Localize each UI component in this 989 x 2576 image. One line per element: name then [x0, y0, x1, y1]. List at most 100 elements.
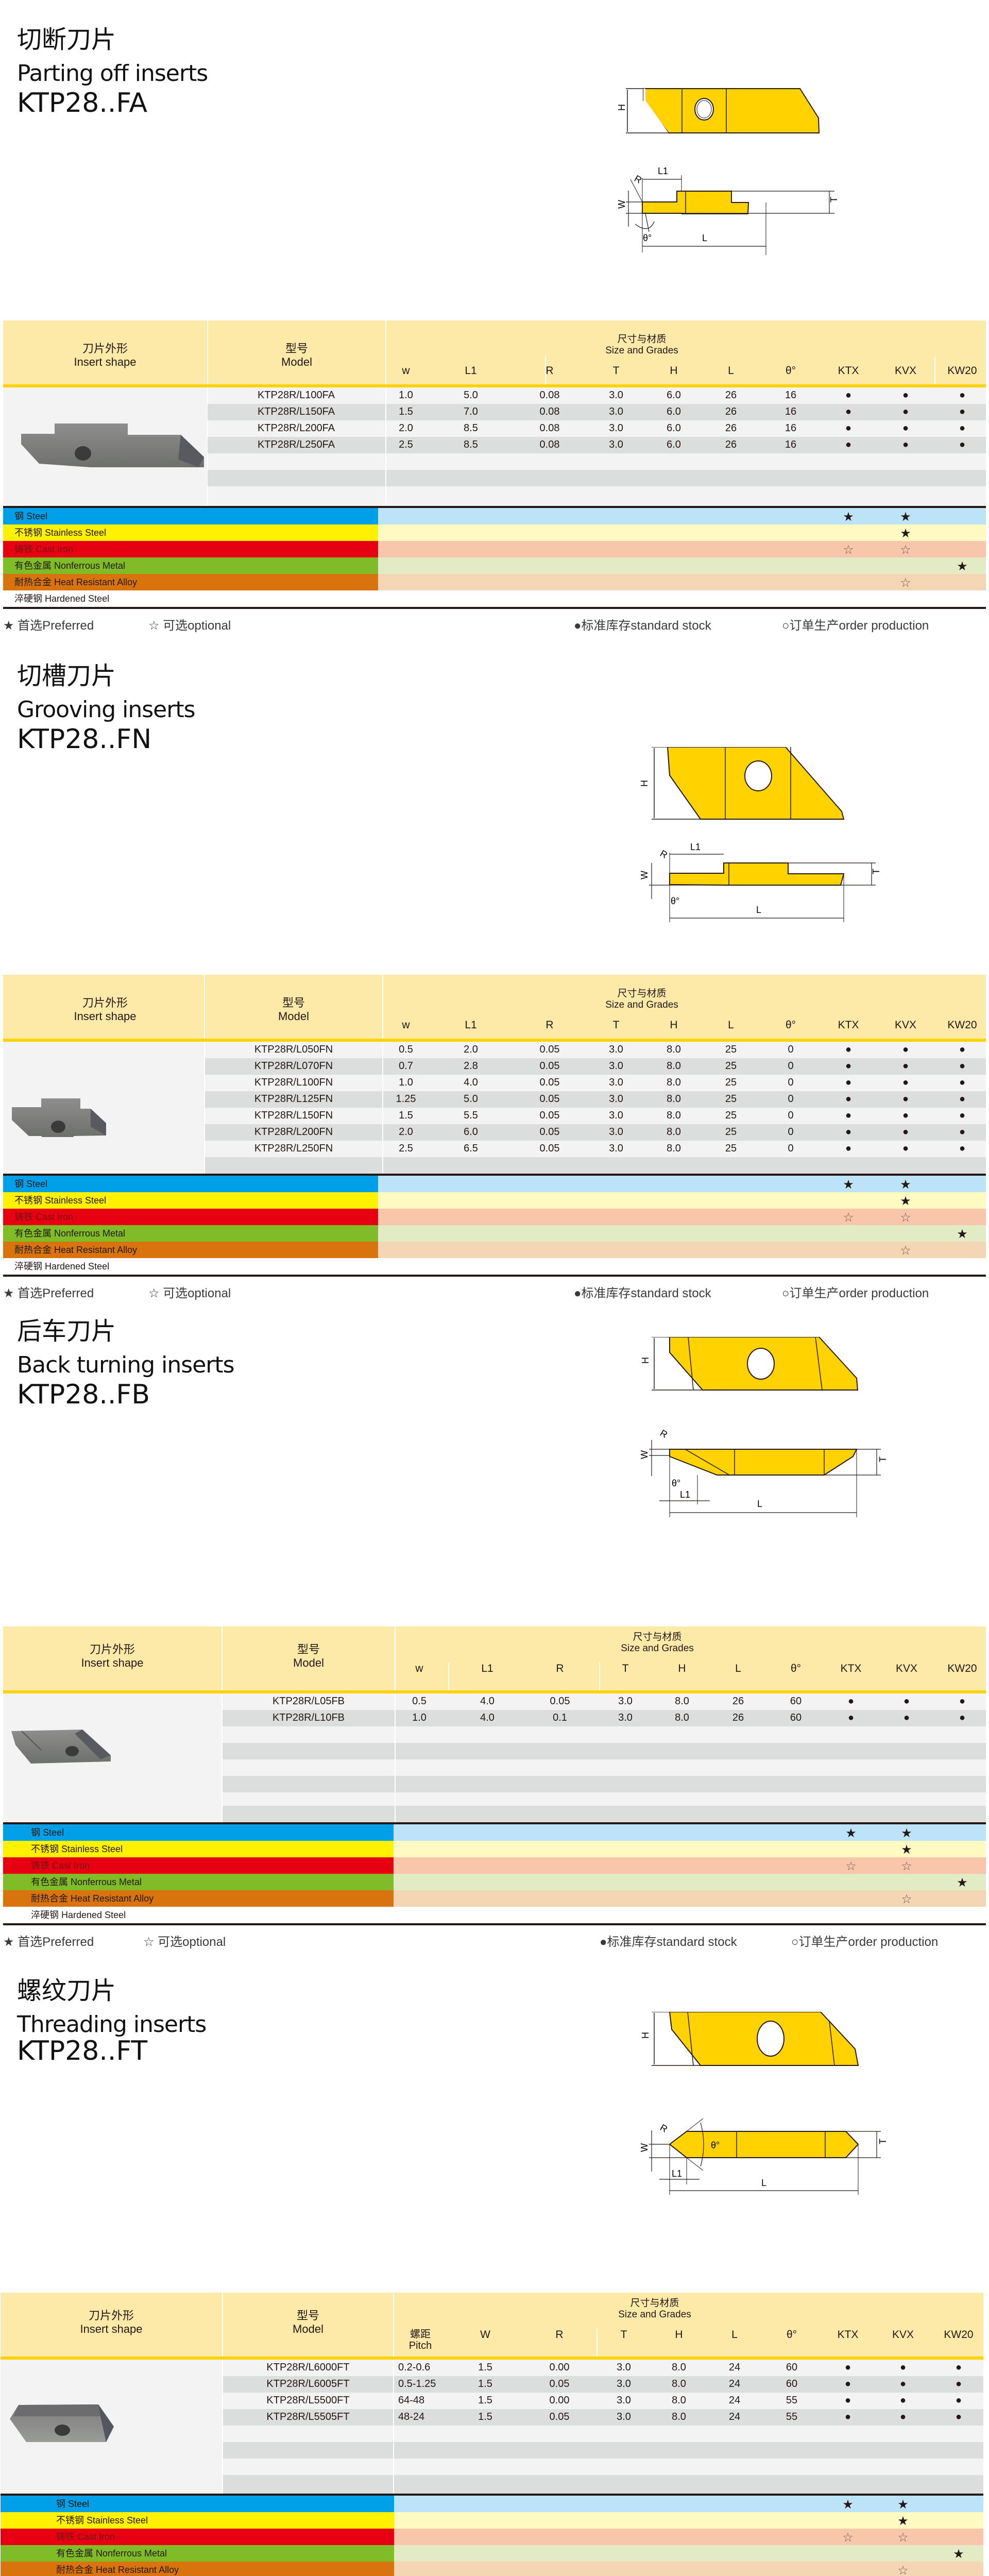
col-header: T: [612, 1019, 620, 1031]
stock-dot-icon: ●: [902, 406, 909, 417]
col-header: θ°: [785, 1019, 796, 1031]
section-title-block: 切槽刀片 Grooving inserts KTP28..FN: [17, 661, 195, 755]
col-header: R: [545, 365, 554, 377]
table-row: KTP28R/L250FA 2.5 8.5 0.08 3.0 6.0 26 16…: [208, 437, 986, 453]
table-header: 刀片外形 Insert shape 型号 Model 尺寸与材质 Size an…: [3, 320, 986, 387]
material-label: 铸铁 Cast Iron: [3, 1857, 394, 1874]
table-row: KTP28R/L200FA 2.0 8.5 0.08 3.0 6.0 26 16…: [208, 420, 986, 437]
cell-value: 8.0: [667, 1093, 681, 1105]
preferred-star-icon: ★: [842, 2498, 854, 2512]
cell-value: 1.5: [399, 406, 413, 417]
stock-dot-icon: ●: [845, 1060, 852, 1072]
section-code: KTP28..FN: [17, 724, 152, 755]
cell-value: 0.08: [539, 406, 560, 417]
table-row-empty: [223, 2459, 983, 2475]
cell-value: 3.0: [609, 1060, 623, 1072]
pitch-value: 48-24: [398, 2411, 425, 2422]
optional-star-icon: ☆: [901, 1859, 912, 1873]
col-header: θ°: [790, 1663, 802, 1674]
col-header: KTX: [838, 365, 859, 377]
optional-star-icon: ☆: [901, 1892, 912, 1906]
stock-dot-icon: ●: [902, 1060, 909, 1072]
stock-dot-icon: ●: [845, 1077, 852, 1088]
cell-value: 0: [788, 1060, 794, 1072]
svg-text:W: W: [618, 200, 627, 209]
cell-value: 0: [788, 1093, 794, 1105]
svg-text:θ°: θ°: [671, 896, 679, 906]
insert-technical-drawing: H R W T θ° L1 L: [639, 2012, 888, 2195]
stock-dot-icon: ●: [899, 2395, 907, 2406]
legend: ★ 首选Preferred ☆ 可选optional ●标准库存standard…: [3, 1925, 986, 1951]
section-title-block: 切断刀片 Parting off inserts KTP28..FA: [17, 25, 208, 118]
insert-technical-drawing: H R W T θ° L1 L: [639, 1337, 888, 1517]
material-row-cast-iron: 铸铁 Cast Iron ☆ ☆: [1, 2529, 983, 2545]
table-row: KTP28R/L150FN 1.5 5.5 0.05 3.0 8.0 25 0 …: [205, 1108, 986, 1124]
spec-table: 刀片外形 Insert shape 型号 Model 尺寸与材质 Size an…: [1, 2293, 983, 2576]
stock-dot-icon: ●: [959, 1143, 966, 1154]
cell-value: 0.08: [539, 422, 560, 434]
cell-value: 26: [725, 406, 737, 417]
optional-star-icon: ☆: [843, 1211, 854, 1225]
cell-value: 8.5: [464, 422, 478, 434]
material-row-heat-resistant: 耐热合金 Heat Resistant Alloy ☆: [3, 1890, 986, 1907]
stock-dot-icon: ●: [844, 2395, 851, 2406]
cell-value: 0.05: [549, 2378, 570, 2389]
cell-value: 3.0: [609, 1126, 623, 1138]
stock-dot-icon: ●: [845, 422, 852, 434]
cell-value: 8.5: [464, 439, 478, 450]
section-title-en: Parting off inserts: [17, 60, 208, 87]
table-row: KTP28R/L050FN 0.5 2.0 0.05 3.0 8.0 25 0 …: [205, 1042, 986, 1058]
optional-star-icon: ☆: [842, 2531, 854, 2545]
svg-text:L: L: [757, 1499, 762, 1509]
cell-value: 1.5: [478, 2378, 492, 2389]
material-row-nonferrous: 有色金属 Nonferrous Metal ★: [3, 557, 986, 574]
stock-dot-icon: ●: [959, 1044, 966, 1055]
header-size-cn: 尺寸与材质: [630, 2298, 679, 2309]
section-code: KTP28..FT: [17, 2036, 148, 2066]
cell-value: 0.05: [550, 1696, 570, 1707]
cell-value: 4.0: [464, 1077, 478, 1088]
insert-shape-cell: [3, 1042, 207, 1174]
col-header: T: [612, 365, 620, 377]
cell-value: 6.0: [464, 1126, 478, 1138]
legend-standard-stock: ●标准库存standard stock: [574, 619, 711, 633]
cell-value: 2.0: [399, 1126, 413, 1138]
col-header: L: [728, 1019, 734, 1031]
table-header: 刀片外形 Insert shape 型号 Model 尺寸与材质 Size an…: [1, 2293, 983, 2360]
spec-table: 刀片外形 Insert shape 型号 Model 尺寸与材质 Size an…: [3, 975, 986, 1302]
section-title-cn: 后车刀片: [17, 1317, 116, 1346]
cell-value: 0.05: [539, 1093, 560, 1105]
preferred-star-icon: ★: [900, 1194, 911, 1208]
legend-optional: ☆ 可选optional: [148, 1286, 231, 1300]
stock-dot-icon: ●: [845, 1143, 852, 1154]
header-model-cn: 型号: [297, 1643, 320, 1656]
material-label: 淬硬钢 Hardened Steel: [3, 1258, 378, 1275]
spec-table: 刀片外形 Insert shape 型号 Model 尺寸与材质 Size an…: [3, 320, 986, 635]
material-row-stainless: 不锈钢 Stainless Steel ★: [1, 2512, 983, 2529]
material-label: 不锈钢 Stainless Steel: [3, 524, 378, 541]
pitch-value: 0.2-0.6: [398, 2362, 431, 2373]
table-row: KTP28R/L250FN 2.5 6.5 0.05 3.0 8.0 25 0 …: [205, 1141, 986, 1157]
cell-value: 0.05: [549, 2411, 570, 2422]
col-header: KTX: [838, 1019, 859, 1031]
stock-dot-icon: ●: [902, 1143, 909, 1154]
material-label: 耐热合金 Heat Resistant Alloy: [3, 574, 378, 590]
col-header: L1: [481, 1663, 493, 1674]
preferred-star-icon: ★: [900, 527, 911, 540]
svg-text:θ°: θ°: [643, 233, 652, 243]
cell-value: 24: [728, 2395, 741, 2406]
cell-value: 16: [785, 406, 797, 417]
stock-dot-icon: ●: [959, 389, 966, 401]
header-shape-en: Insert shape: [80, 2323, 143, 2335]
material-row-cast-iron: 铸铁 Cast Iron ☆ ☆: [3, 541, 986, 557]
cell-value: 0.05: [539, 1077, 560, 1088]
header-shape-cn: 刀片外形: [82, 342, 128, 355]
header-model-cn: 型号: [296, 2309, 319, 2322]
insert-shape-cell: [3, 1693, 221, 1822]
cell-value: 26: [725, 439, 737, 450]
material-label: 铸铁 Cast Iron: [3, 541, 378, 557]
stock-dot-icon: ●: [959, 1696, 966, 1707]
cell-value: 0.05: [539, 1143, 560, 1154]
optional-star-icon: ☆: [900, 1244, 911, 1258]
model-code: KTP28R/L250FA: [257, 439, 335, 450]
